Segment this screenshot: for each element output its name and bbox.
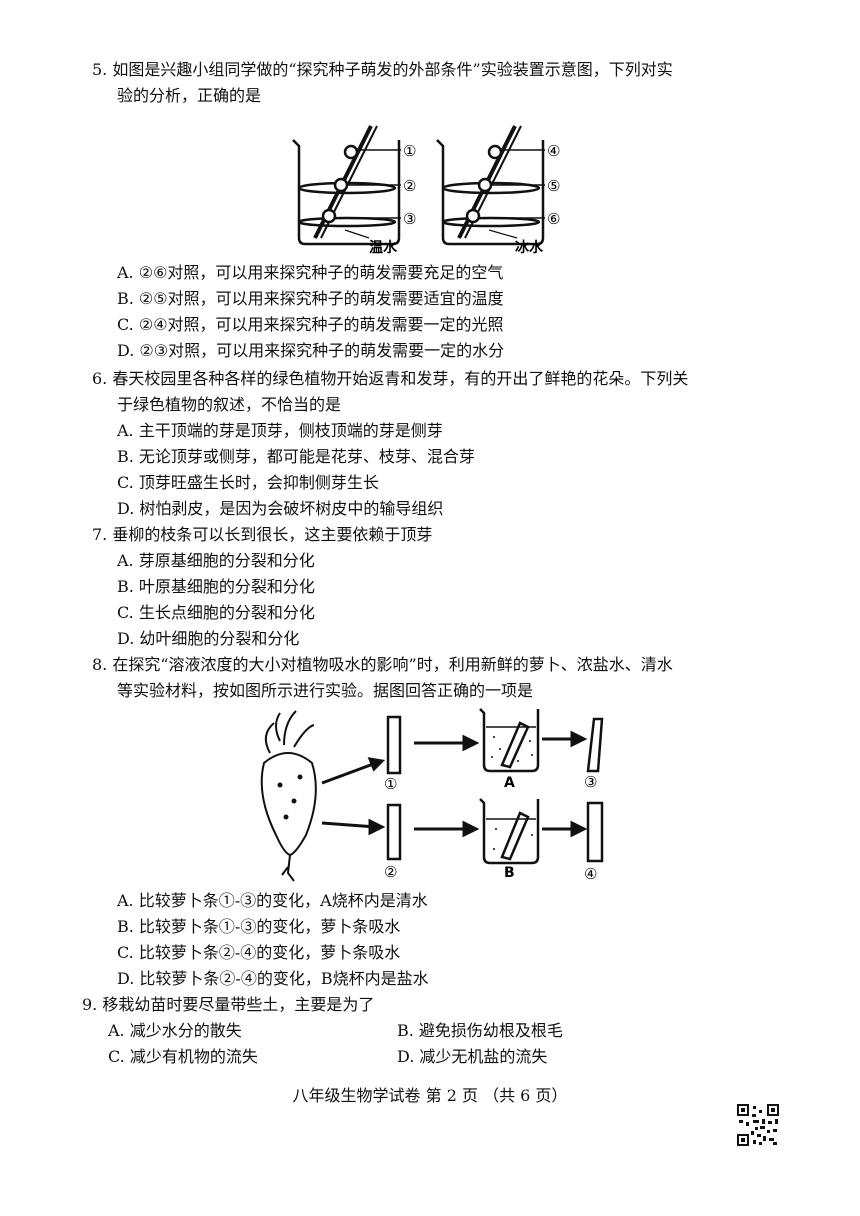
q6-option-a: A. 主干顶端的芽是顶芽，侧枝顶端的芽是侧芽: [117, 421, 443, 440]
radish-drawing: [260, 710, 317, 882]
label-strip-1: ①: [384, 775, 397, 793]
beaker-a: [479, 708, 540, 773]
label-6: ⑥: [547, 210, 560, 228]
q5-stem-line-1: 5. 如图是兴趣小组同学做的“探究种子萌发的外部条件”实验装置示意图，下列对实: [92, 60, 673, 79]
label-strip-4: ④: [584, 865, 597, 883]
qr-code-icon: [737, 1104, 779, 1146]
q8-option-a: A. 比较萝卜条①-③的变化，A烧杯内是清水: [117, 891, 428, 910]
q5-option-b: B. ②⑤对照，可以用来探究种子的萌发需要适宜的温度: [117, 289, 504, 308]
label-strip-2: ②: [384, 863, 397, 881]
beaker-ice-water: [436, 125, 545, 246]
label-2: ②: [403, 177, 416, 195]
strip-2: [386, 803, 402, 861]
label-beaker-b: B: [504, 865, 515, 881]
q6-stem-line-2: 于绿色植物的叙述，不恰当的是: [117, 395, 342, 414]
arrows: [321, 730, 588, 838]
caption-warm-water: 温水: [369, 239, 398, 256]
q9-option-d: D. 减少无机盐的流失: [397, 1047, 548, 1066]
q8-option-d: D. 比较萝卜条②-④的变化，B烧杯内是盐水: [117, 969, 429, 988]
q5-option-d: D. ②③对照，可以用来探究种子的萌发需要一定的水分: [117, 341, 505, 360]
q7-option-d: D. 幼叶细胞的分裂和分化: [117, 629, 300, 648]
caption-ice-water: 冰水: [515, 239, 544, 256]
label-strip-3: ③: [584, 773, 597, 791]
q6-option-c: C. 顶芽旺盛生长时，会抑制侧芽生长: [117, 473, 379, 492]
q6-option-d: D. 树怕剥皮，是因为会破坏树皮中的输导组织: [117, 499, 444, 518]
q7-option-a: A. 芽原基细胞的分裂和分化: [117, 551, 315, 570]
q6-option-b: B. 无论顶芽或侧芽，都可能是花芽、枝芽、混合芽: [117, 447, 475, 466]
q7-option-b: B. 叶原基细胞的分裂和分化: [117, 577, 315, 596]
strip-4: [586, 801, 604, 863]
q6-stem-line-1: 6. 春天校园里各种各样的绿色植物开始返青和发芽，有的开出了鲜艳的花朵。下列关: [92, 369, 689, 388]
label-3: ③: [403, 210, 416, 228]
q5-seed-germination-figure: ① ② ③ ④ ⑤ ⑥ 温水 冰水: [292, 125, 560, 256]
q9-option-c: C. 减少有机物的流失: [108, 1047, 258, 1066]
label-5: ⑤: [547, 177, 560, 195]
q8-radish-figure: ① ② ③ ④ A B: [260, 708, 604, 883]
label-1: ①: [403, 142, 416, 160]
q8-option-c: C. 比较萝卜条②-④的变化，萝卜条吸水: [117, 943, 401, 962]
q9-option-a: A. 减少水分的散失: [108, 1021, 242, 1040]
beaker-warm-water: [292, 125, 401, 246]
q9-option-b: B. 避免损伤幼根及根毛: [397, 1021, 563, 1040]
q8-stem-line-2: 等实验材料，按如图所示进行实验。据图回答正确的一项是: [117, 681, 534, 700]
beaker-b: [479, 798, 540, 865]
q8-stem-line-1: 8. 在探究“溶液浓度的大小对植物吸水的影响”时，利用新鲜的萝卜、浓盐水、清水: [92, 655, 673, 674]
q8-option-b: B. 比较萝卜条①-③的变化，萝卜条吸水: [117, 917, 401, 936]
page-footer: 八年级生物学试卷 第 2 页 （共 6 页）: [292, 1086, 568, 1105]
strip-1: [386, 715, 402, 775]
q5-stem-line-2: 验的分析，正确的是: [117, 86, 262, 105]
q7-option-c: C. 生长点细胞的分裂和分化: [117, 603, 315, 622]
q5-option-c: C. ②④对照，可以用来探究种子的萌发需要一定的光照: [117, 315, 504, 334]
strip-3: [586, 717, 604, 773]
label-4: ④: [547, 142, 560, 160]
q5-option-a: A. ②⑥对照，可以用来探究种子的萌发需要充足的空气: [117, 263, 504, 282]
q7-stem-line-1: 7. 垂柳的枝条可以长到很长，这主要依赖于顶芽: [92, 525, 433, 544]
label-beaker-a: A: [504, 775, 515, 791]
q9-stem-line-1: 9. 移栽幼苗时要尽量带些土，主要是为了: [82, 995, 375, 1014]
